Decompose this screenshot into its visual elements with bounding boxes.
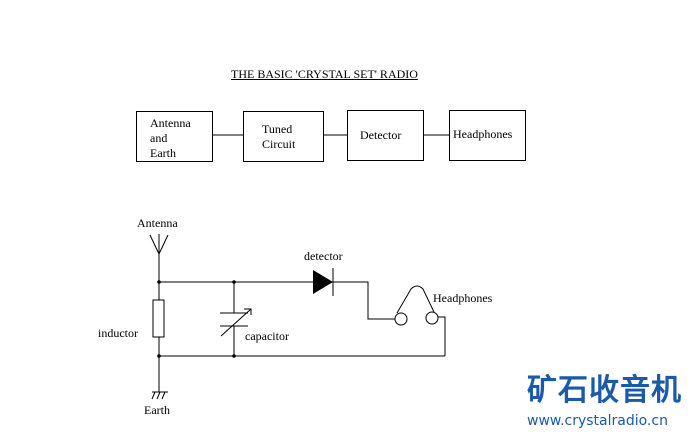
antenna-label: Antenna <box>137 216 178 230</box>
block-line: Detector <box>360 128 402 142</box>
diagram-title: THE BASIC 'CRYSTAL SET' RADIO <box>231 67 418 81</box>
headphones-label: Headphones <box>433 291 493 305</box>
block-line: Antenna <box>150 116 191 130</box>
variable-capacitor-icon <box>220 282 252 356</box>
block-line: and <box>150 131 168 145</box>
earth-icon <box>151 391 168 400</box>
capacitor-label: capacitor <box>245 329 289 343</box>
block-line: Tuned <box>262 122 293 136</box>
detector-wire <box>333 281 396 320</box>
detector-label: detector <box>304 249 343 263</box>
block-tuned-circuit: Tuned Circuit <box>243 111 324 162</box>
junction-dots <box>157 280 236 358</box>
watermark-url: www.crystalradio.cn <box>527 413 668 429</box>
block-headphones: Headphones <box>449 110 526 161</box>
block-detector: Detector <box>347 110 424 161</box>
return-wire <box>438 316 446 356</box>
earth-label: Earth <box>144 403 170 417</box>
headphones-icon <box>394 285 439 326</box>
block-line: Earth <box>150 146 176 160</box>
inductor-label: inductor <box>98 326 138 340</box>
inductor-icon <box>152 299 165 338</box>
block-line: Headphones <box>453 127 513 141</box>
block-antenna-earth: Antenna and Earth <box>136 111 213 162</box>
antenna-icon <box>149 234 169 282</box>
diode-icon <box>313 268 334 296</box>
watermark-chinese: 矿石收音机 <box>527 373 682 408</box>
block-line: Circuit <box>262 137 296 151</box>
